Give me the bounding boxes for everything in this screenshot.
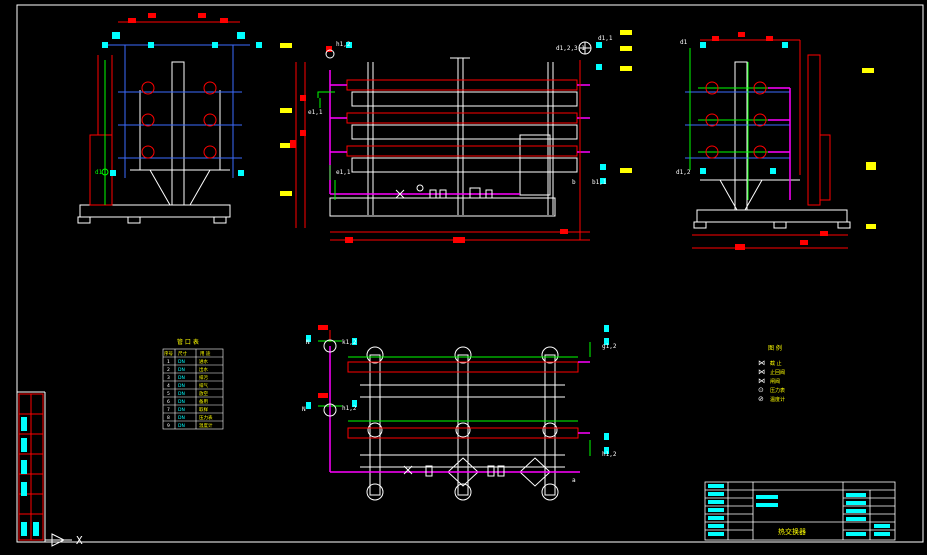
nozzle-table-title: 管 口 表	[177, 338, 199, 346]
front-label-left-mid: e1,1	[308, 109, 323, 116]
nozzle-cell: 5	[167, 391, 170, 397]
legend-text: 压力表	[770, 387, 785, 394]
front-label-right-top: d1,1	[598, 35, 613, 42]
plan-label-n2: N	[302, 406, 306, 413]
left-callout-tags	[280, 43, 292, 196]
nozzle-cell: 出水	[199, 366, 208, 373]
nozzle-header-size: 尺寸	[178, 350, 187, 357]
plan-view: k1,2 h1,2 g1,2 h1,2 a N N	[302, 325, 617, 501]
legend: 图 例 ⋈ 截 止 ⋈ 止回阀 ⋈ 闸阀 ⊙ 压力表 ⊘ 温度计	[758, 344, 785, 403]
nozzle-cell: 放空	[199, 390, 208, 397]
drawing-name: 热交换器	[778, 527, 806, 536]
legend-text: 截 止	[770, 360, 782, 367]
right-view-label-low: d1,2	[676, 169, 691, 176]
nozzle-cell: 3	[167, 375, 170, 381]
front-label-top-right: d1,2,3,1	[556, 45, 585, 52]
legend-symbol: ⊙	[758, 386, 764, 394]
plan-label-right-top: g1,2	[602, 343, 617, 350]
nozzle-cell: 进水	[199, 358, 208, 365]
nozzle-header-no: 序号	[164, 350, 173, 357]
nozzle-cell: DN	[178, 359, 185, 365]
front-label-left-bottom: e1,1	[336, 169, 351, 176]
legend-symbol: ⋈	[758, 377, 765, 385]
ucs-x-label: X	[76, 534, 83, 547]
right-view-label-top: d1	[680, 39, 688, 46]
nozzle-cell: 取样	[199, 406, 208, 413]
nozzle-cell: 4	[167, 383, 170, 389]
right-callout-tags	[620, 30, 876, 229]
plan-label-n1: N	[306, 339, 310, 346]
legend-text: 温度计	[770, 396, 785, 403]
nozzle-cell: DN	[178, 423, 185, 429]
front-elevation-view: h1,2 d1,2,3,1 d1,1 e1,1 e1,1 b1,1 b	[290, 35, 613, 243]
legend-symbol: ⋈	[758, 368, 765, 376]
right-side-view: d1 d1,2	[676, 32, 851, 250]
left-elevation-view: d1	[77, 13, 262, 224]
nozzle-cell: 排污	[199, 374, 208, 381]
nozzle-cell: DN	[178, 375, 185, 381]
plan-label-right-bottom: h1,2	[602, 451, 617, 458]
legend-text: 止回阀	[770, 369, 785, 376]
nozzle-cell: 温度计	[199, 422, 213, 429]
nozzle-cell: DN	[178, 391, 185, 397]
nozzle-cell: 8	[167, 415, 170, 421]
nozzle-cell: 备用	[199, 398, 208, 405]
plan-label-bottom-right: a	[572, 477, 576, 484]
legend-symbol: ⋈	[758, 359, 765, 367]
front-label-top-left: h1,2	[336, 41, 351, 48]
nozzle-cell: 7	[167, 407, 170, 413]
nozzle-cell: DN	[178, 399, 185, 405]
legend-text: 闸阀	[770, 378, 780, 385]
nozzle-cell: DN	[178, 367, 185, 373]
plan-label-mid-left: h1,2	[342, 405, 357, 412]
drawing-frame	[16, 4, 924, 543]
nozzle-cell: DN	[178, 415, 185, 421]
nozzle-cell: DN	[178, 407, 185, 413]
legend-items: ⋈ 截 止 ⋈ 止回阀 ⋈ 闸阀 ⊙ 压力表 ⊘ 温度计	[758, 359, 785, 403]
nozzle-cell: 压力表	[199, 414, 213, 421]
nozzle-cell: 6	[167, 399, 170, 405]
nozzle-cell: 2	[167, 367, 170, 373]
revision-strip	[18, 393, 44, 541]
title-block: 热交换器	[704, 481, 896, 541]
plan-label-top-left: k1,2	[342, 339, 357, 346]
front-label-right-bottom: b1,1	[592, 179, 607, 186]
nozzle-cell: 9	[167, 423, 170, 429]
nozzle-cell: 排气	[199, 382, 208, 389]
left-view-label: d1	[95, 169, 103, 176]
legend-symbol: ⊘	[758, 395, 764, 403]
nozzle-cell: 1	[167, 359, 170, 365]
nozzle-header-use: 用 途	[200, 350, 211, 357]
ucs-icon: X	[44, 528, 83, 547]
nozzle-cell: DN	[178, 383, 185, 389]
legend-title: 图 例	[768, 344, 782, 352]
front-label-b: b	[572, 179, 576, 186]
